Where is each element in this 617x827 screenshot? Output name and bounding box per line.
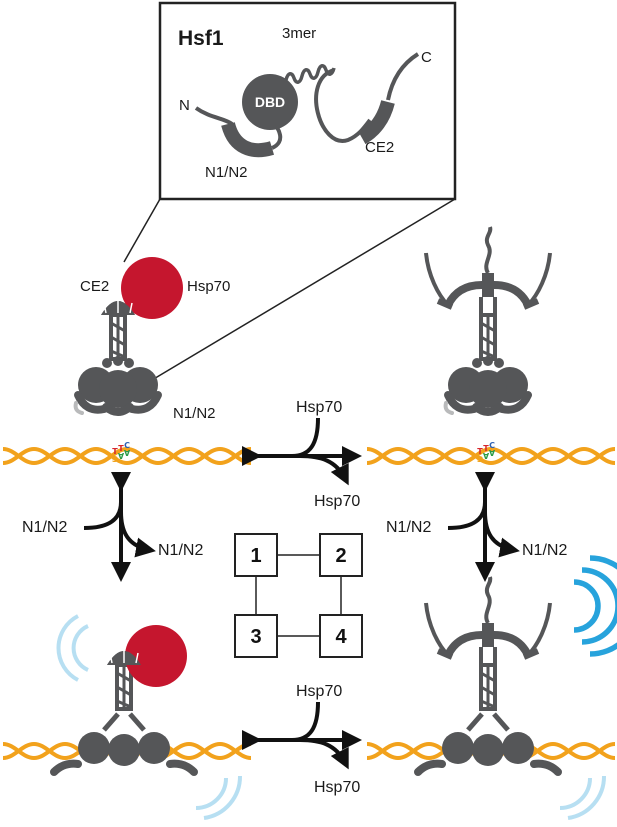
zoom-line-right bbox=[151, 198, 456, 381]
c-terminal-chain bbox=[386, 52, 420, 101]
signal-waves-strong bbox=[573, 555, 617, 657]
state-key-box-3 bbox=[234, 614, 278, 658]
exchange-bottom-hsp70-in: Hsp70 bbox=[296, 683, 342, 700]
inset-ce2-label: CE2 bbox=[365, 139, 394, 156]
signal-waves-weak-state3-top bbox=[56, 614, 89, 682]
binding-left-n1n2-out: N1/N2 bbox=[158, 542, 203, 559]
state1-hsp70-label: Hsp70 bbox=[187, 278, 230, 295]
state-key: 1 2 3 4 bbox=[234, 533, 363, 658]
state-key-box-4 bbox=[319, 614, 363, 658]
hsf1-domain-inset: Hsf1 3mer N C N1/N2 CE2 DBD bbox=[158, 1, 457, 201]
binding-right-arrows bbox=[447, 472, 520, 582]
c-terminus-label: C bbox=[421, 49, 432, 66]
state-key-label-4: 4 bbox=[335, 626, 347, 648]
dna-motif-letter: A bbox=[123, 448, 130, 457]
state1-ce2-label: CE2 bbox=[80, 278, 109, 295]
exchange-bottom-arrows bbox=[242, 701, 362, 770]
state-key-box-2 bbox=[319, 533, 363, 577]
exchange-top-hsp70-out: Hsp70 bbox=[314, 493, 360, 510]
inset-n1n2-label: N1/N2 bbox=[205, 164, 248, 181]
binding-right-n1n2-in: N1/N2 bbox=[386, 519, 431, 536]
central-linker bbox=[314, 68, 372, 143]
dna-motif-letter: T bbox=[483, 444, 489, 453]
binding-right-n1n2-out: N1/N2 bbox=[522, 542, 567, 559]
dna-motif-letter: C bbox=[124, 441, 130, 450]
n-terminal-chain bbox=[194, 106, 234, 126]
hsf1-state-4 bbox=[414, 577, 562, 776]
exchange-top-hsp70-in: Hsp70 bbox=[296, 399, 342, 416]
state-key-label-1: 1 bbox=[250, 545, 261, 567]
hsf1-state-2 bbox=[426, 227, 550, 413]
inset-title: Hsf1 bbox=[178, 27, 224, 50]
dna-motif-letter: A bbox=[488, 448, 495, 457]
signal-waves-weak-state4 bbox=[559, 775, 607, 820]
exchange-top-arrows bbox=[242, 417, 362, 486]
dna-motif-letter: T bbox=[118, 444, 124, 453]
dna-motif-letter: A bbox=[117, 451, 124, 460]
trimerization-label: 3mer bbox=[282, 25, 316, 42]
dna-motif-letter: G bbox=[477, 454, 484, 463]
inset-frame bbox=[158, 1, 457, 201]
hsp70-chaperone-bottom bbox=[125, 625, 187, 687]
dbd-label: DBD bbox=[255, 94, 285, 110]
binding-left-arrows bbox=[83, 472, 156, 582]
dna-motif-letter: T bbox=[112, 447, 118, 456]
dna-motif-letter: A bbox=[482, 451, 489, 460]
dna-motif-letter: T bbox=[477, 447, 483, 456]
state-key-box-1 bbox=[234, 533, 278, 577]
state-key-label-2: 2 bbox=[335, 545, 346, 567]
dna-motif-letter: C bbox=[489, 441, 495, 450]
ce2-domain bbox=[358, 100, 395, 145]
zoom-line-left bbox=[123, 198, 161, 263]
binding-left-n1n2-in: N1/N2 bbox=[22, 519, 67, 536]
hsf1-state-3 bbox=[50, 648, 198, 776]
hsp70-chaperone-top bbox=[121, 257, 183, 319]
state-key-label-3: 3 bbox=[250, 626, 261, 648]
state1-n1n2-label: N1/N2 bbox=[173, 405, 216, 422]
n-terminus-label: N bbox=[179, 97, 190, 114]
dbd-domain bbox=[242, 74, 298, 130]
trimerization-coil bbox=[284, 64, 336, 84]
n1n2-domain bbox=[221, 121, 275, 158]
dna-motif-letter: G bbox=[112, 454, 119, 463]
signal-waves-weak-state3-bottom bbox=[195, 775, 243, 820]
exchange-bottom-hsp70-out: Hsp70 bbox=[314, 779, 360, 796]
